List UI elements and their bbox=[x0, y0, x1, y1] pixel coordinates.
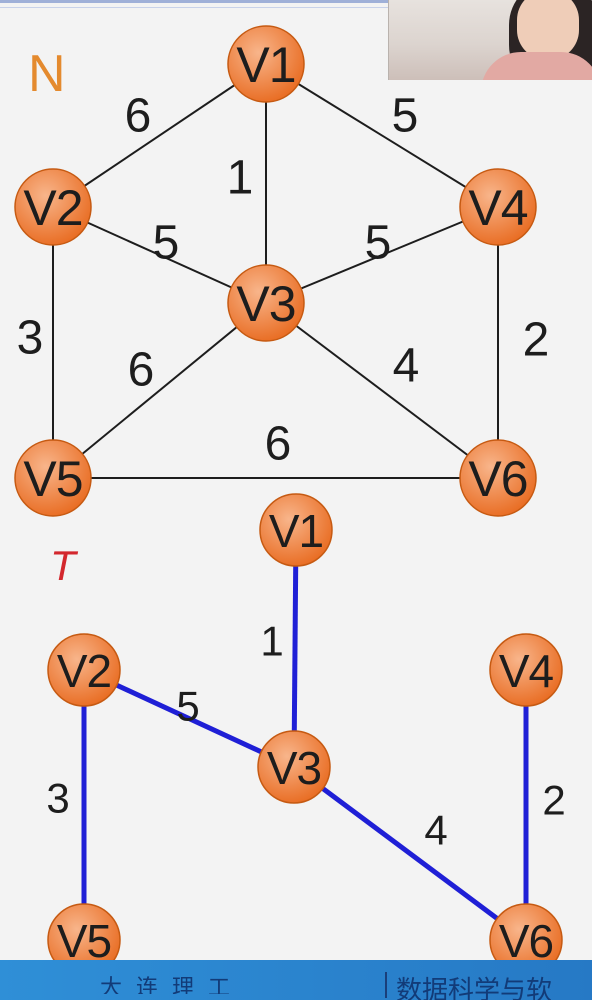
graph-n-edges bbox=[52, 63, 499, 479]
university-logo: 大连理工 bbox=[100, 976, 245, 994]
graph-t-node-label: V4 bbox=[499, 645, 554, 697]
graph-t-node-circle bbox=[489, 633, 563, 707]
graph-n-node-v4: V4 bbox=[459, 168, 537, 246]
graph-t-edge-v2-v3 bbox=[82, 667, 296, 770]
graph-t-node-label: V2 bbox=[57, 645, 111, 697]
graph-n-node-v3: V3 bbox=[227, 264, 305, 342]
graph-t-weight-v2-v3: 5 bbox=[176, 683, 199, 730]
graph-n-weight-v2-v5: 3 bbox=[17, 312, 44, 365]
graph-n-edge-v1-v4 bbox=[265, 63, 499, 208]
graph-t-edge-v1-v3 bbox=[291, 529, 299, 768]
graph-t-node-circle bbox=[47, 633, 121, 707]
graph-n-edge-v3-v4 bbox=[265, 206, 499, 304]
graph-n-node-label: V3 bbox=[236, 276, 295, 332]
graph-n-label: N bbox=[28, 45, 66, 103]
graph-n-weight-v5-v6: 6 bbox=[265, 418, 292, 471]
graph-t-node-v6: V6 bbox=[489, 903, 563, 977]
graph-t-node-label: V1 bbox=[269, 505, 323, 557]
graph-t-weight-v3-v6: 4 bbox=[424, 807, 447, 854]
graph-n-node-circle bbox=[227, 264, 305, 342]
graph-t-weight-v4-v6: 2 bbox=[542, 777, 565, 824]
graph-n-node-label: V4 bbox=[468, 180, 527, 236]
graph-t-node-label: V5 bbox=[57, 915, 111, 967]
footer-title: 数据科学与软 bbox=[396, 975, 553, 1000]
graph-n-node-circle bbox=[14, 439, 92, 517]
graph-n-node-circle bbox=[459, 168, 537, 246]
graph-n-node-circle bbox=[459, 439, 537, 517]
webcam-shirt bbox=[481, 52, 592, 80]
graph-n-node-circle bbox=[14, 168, 92, 246]
webcam-overlay bbox=[388, 0, 592, 80]
slide-top-rule bbox=[0, 0, 388, 8]
graph-n-node-circle bbox=[227, 25, 305, 103]
graph-t-node-v2: V2 bbox=[47, 633, 121, 707]
graph-t-node-circle bbox=[259, 493, 333, 567]
graph-n-node-label: V2 bbox=[23, 180, 82, 236]
graph-n-edge-v3-v5 bbox=[52, 302, 267, 479]
graph-n-weight-v1-v4: 5 bbox=[392, 90, 419, 143]
graph-n-weight-v3-v4: 5 bbox=[365, 217, 392, 270]
graph-n-edge-v3-v6 bbox=[265, 302, 499, 479]
graph-t-node-label: V6 bbox=[499, 915, 553, 967]
graph-t-weight-v1-v3: 1 bbox=[260, 618, 283, 665]
graph-n-node-label: V1 bbox=[236, 37, 295, 93]
graph-n-node-v6: V6 bbox=[459, 439, 537, 517]
graph-n-edge-v1-v2 bbox=[52, 63, 267, 208]
graph-n-node-label: V6 bbox=[468, 451, 527, 507]
graph-t-weight-v2-v5: 3 bbox=[46, 775, 69, 822]
graph-t-edges bbox=[81, 529, 529, 943]
graph-t-node-v3: V3 bbox=[257, 730, 331, 804]
graph-n-weight-v1-v3: 1 bbox=[227, 152, 254, 205]
graph-n-weight-v3-v6: 4 bbox=[393, 340, 420, 393]
graph-n-weight-v4-v6: 2 bbox=[523, 314, 550, 367]
graph-t-node-v5: V5 bbox=[47, 903, 121, 977]
graph-n-weight-v3-v5: 6 bbox=[128, 344, 155, 397]
graph-t-node-v4: V4 bbox=[489, 633, 563, 707]
graph-t-node-v1: V1 bbox=[259, 493, 333, 567]
webcam-face bbox=[517, 0, 579, 60]
graph-t-edge-v3-v6 bbox=[292, 764, 528, 943]
graph-n-node-v2: V2 bbox=[14, 168, 92, 246]
graph-t-weights: 1 5 3 2 4 bbox=[46, 618, 565, 854]
graph-t-label: T bbox=[50, 542, 76, 589]
graph-n-weight-v2-v3: 5 bbox=[153, 217, 180, 270]
graph-t-node-label: V3 bbox=[267, 742, 321, 794]
footer-banner: 大连理工 数据科学与软 bbox=[0, 960, 592, 1000]
graph-n-node-v5: V5 bbox=[14, 439, 92, 517]
graph-n-node-v1: V1 bbox=[227, 25, 305, 103]
graph-n-node-label: V5 bbox=[23, 451, 82, 507]
graph-n-weight-v1-v2: 6 bbox=[125, 90, 152, 143]
graph-n-edge-v2-v3 bbox=[52, 206, 267, 304]
footer-divider bbox=[385, 972, 387, 998]
graph-t-node-circle bbox=[257, 730, 331, 804]
